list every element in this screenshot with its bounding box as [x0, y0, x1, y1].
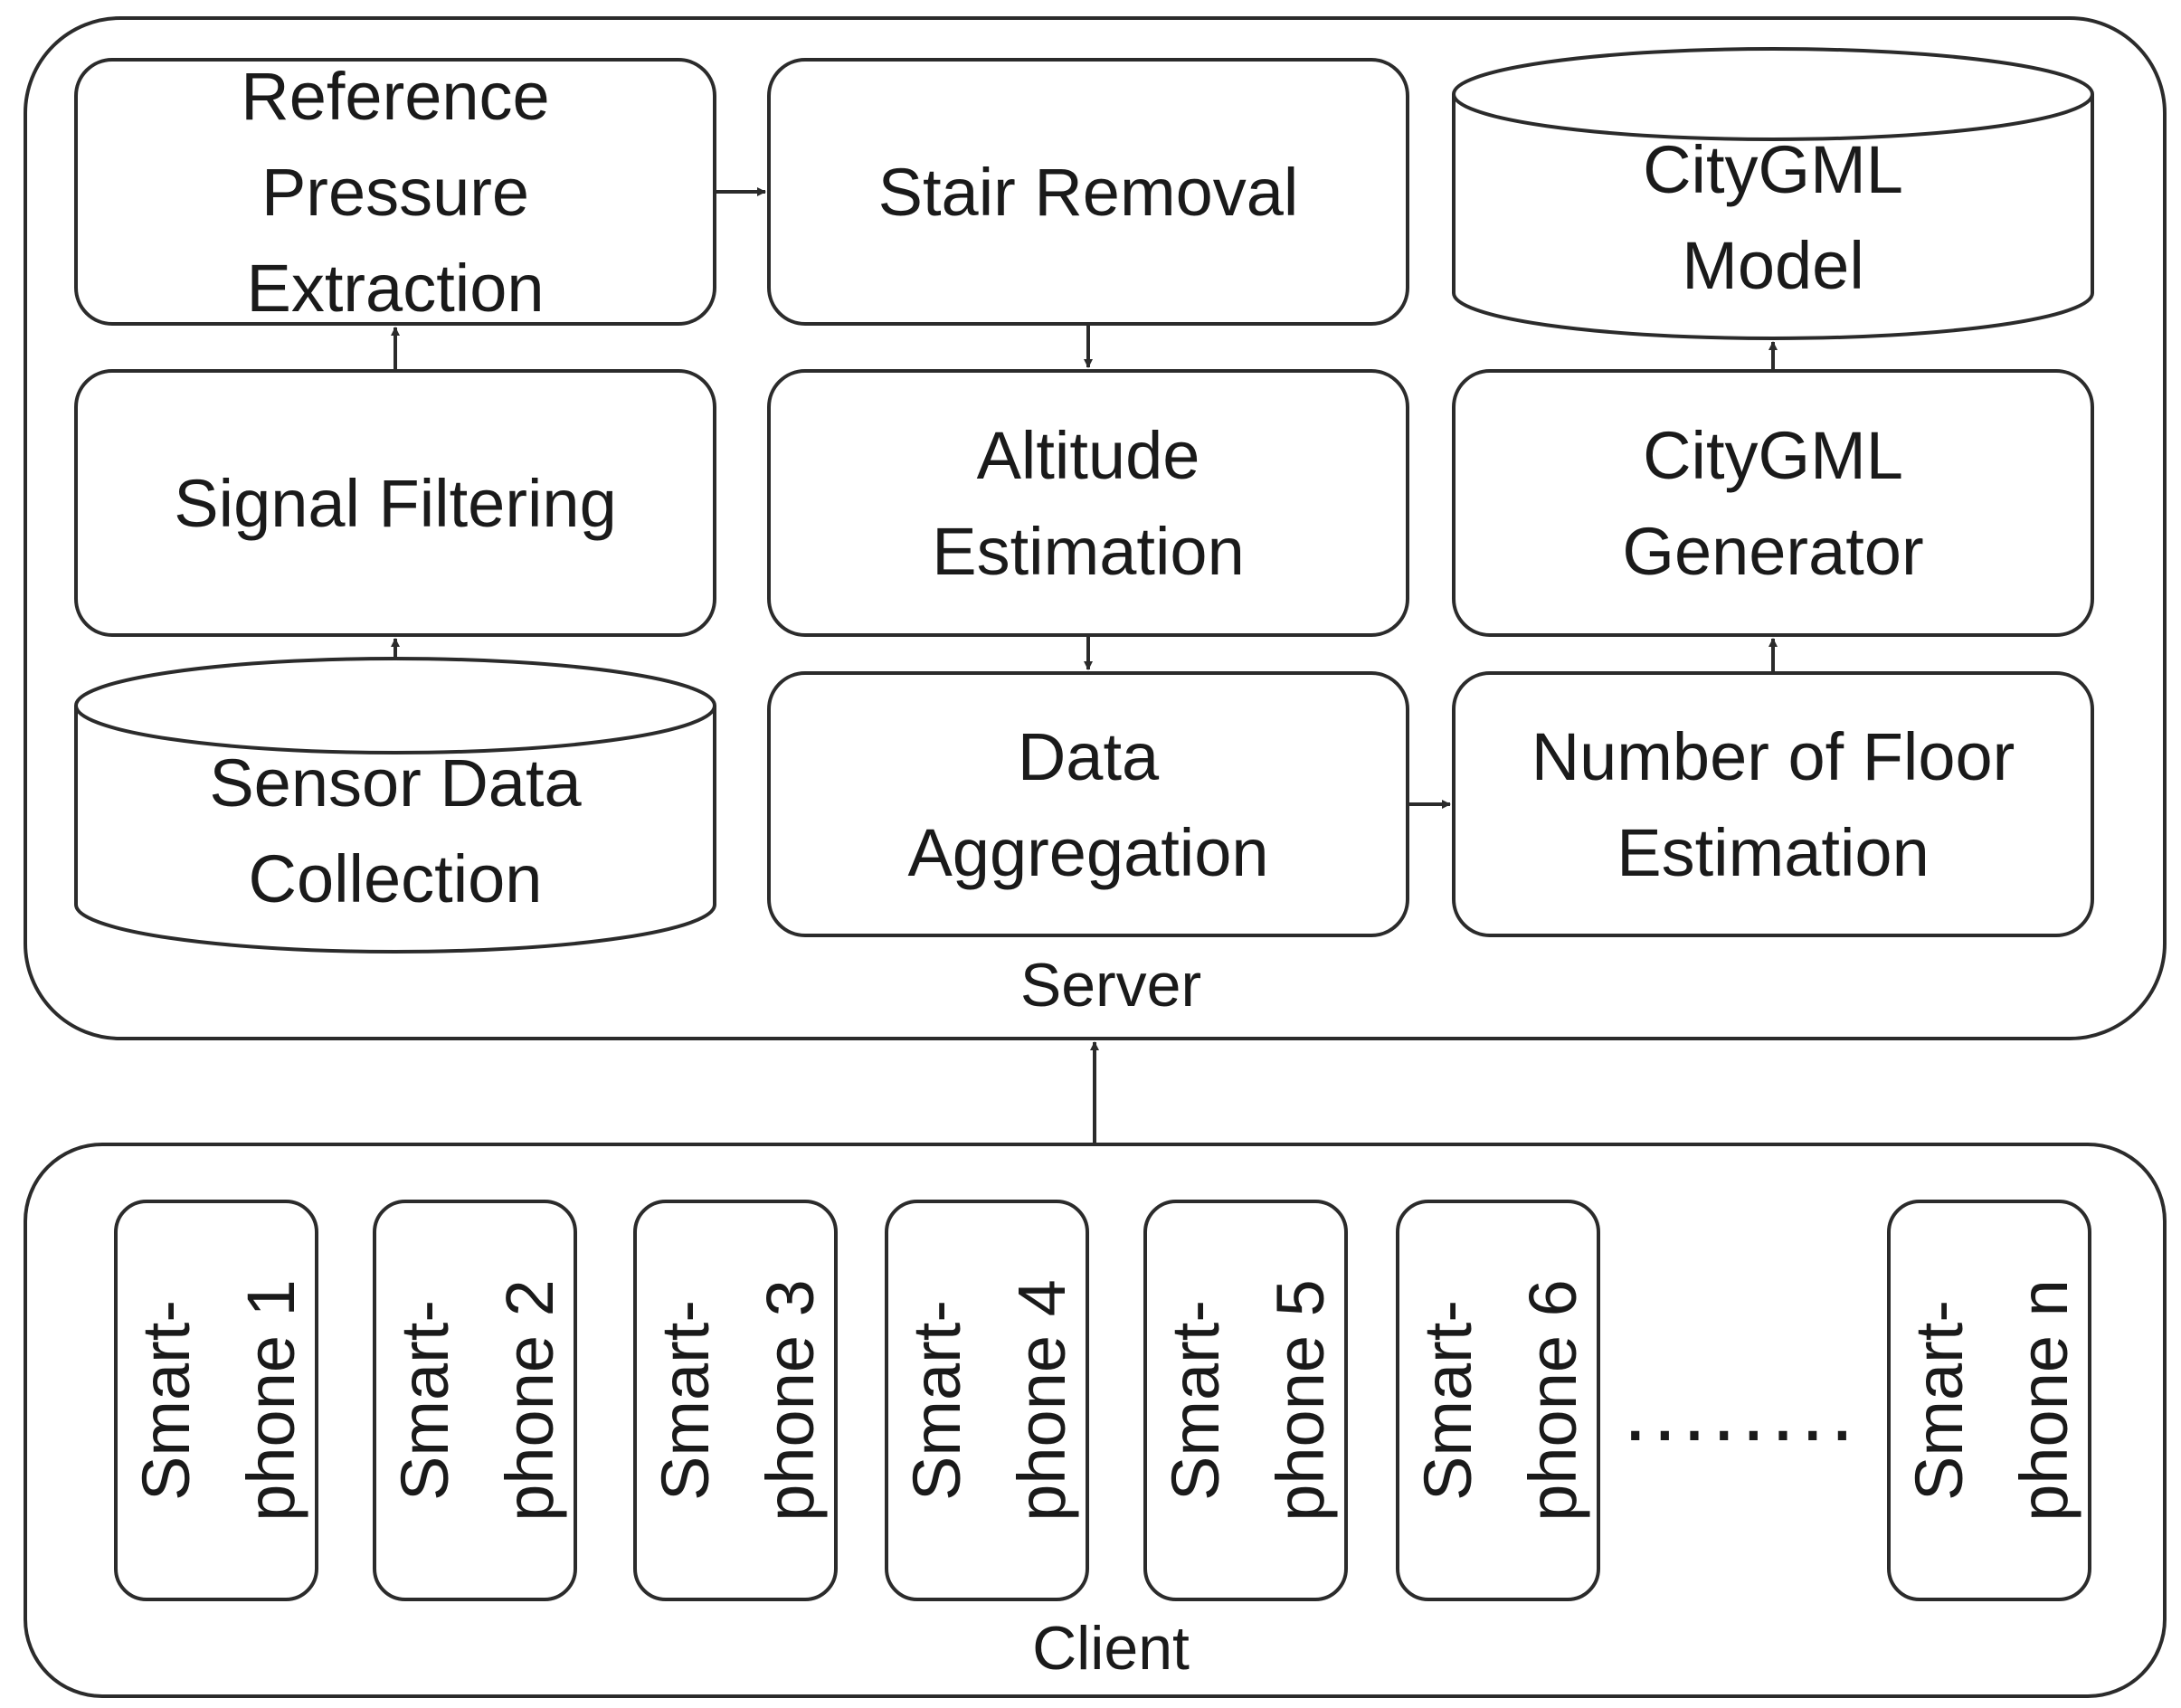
smartphone-label-line: Smart- [899, 1300, 974, 1501]
label-line: Signal Filtering [174, 466, 616, 541]
stair-removal-box: Stair Removal [767, 58, 1409, 326]
smartphone-label-line: phone n [2006, 1279, 2081, 1522]
smartphone-label-line: phone 5 [1263, 1279, 1338, 1522]
smartphone-label-line: phone 2 [492, 1279, 567, 1522]
client-label: Client [1032, 1614, 1190, 1683]
citygml-generator-box: CityGML Generator [1452, 369, 2094, 637]
smartphone-label-line: phone 6 [1515, 1279, 1590, 1522]
label-line: CityGML [1643, 132, 1903, 207]
smartphone-label: Smart-phone 2 [387, 1279, 567, 1522]
label-line: Estimation [1617, 815, 1929, 890]
smartphone-label-line: phone 1 [233, 1279, 308, 1522]
label-line: Data [1018, 719, 1160, 794]
smartphone-label-line: Smart- [1901, 1300, 1977, 1501]
label-line: Aggregation [907, 815, 1268, 890]
citygml-model-label: CityGML Model [1643, 132, 1903, 303]
smartphone-label-line: Smart- [128, 1300, 204, 1501]
smartphone-label: Smart-phone n [1901, 1279, 2081, 1522]
signal-filtering-box: Signal Filtering [74, 369, 716, 637]
label-line: Altitude [977, 418, 1200, 493]
smartphone-box: Smart-phone 3 [633, 1200, 838, 1601]
smartphone-label-line: Smart- [1158, 1300, 1233, 1501]
smartphone-box: Smart-phone 1 [114, 1200, 318, 1601]
smartphone-label-line: Smart- [1410, 1300, 1485, 1501]
server-label: Server [1020, 951, 1201, 1020]
label-line: Pressure [261, 155, 529, 230]
smartphone-label: Smart-phone 6 [1410, 1279, 1590, 1522]
smartphone-label-line: Smart- [648, 1300, 723, 1501]
label-line: Extraction [246, 251, 544, 326]
smartphone-box: Smart-phone 5 [1143, 1200, 1348, 1601]
label-line: Generator [1622, 514, 1923, 589]
smartphone-box: Smart-phone n [1887, 1200, 2091, 1601]
stair-removal-label: Stair Removal [878, 155, 1299, 230]
smartphone-box: Smart-phone 4 [885, 1200, 1089, 1601]
label-line: Sensor Data [209, 745, 582, 821]
smartphone-box: Smart-phone 6 [1396, 1200, 1600, 1601]
smartphone-label: Smart-phone 5 [1158, 1279, 1338, 1522]
signal-filtering-label: Signal Filtering [174, 466, 616, 541]
smartphone-label: Smart-phone 1 [128, 1279, 308, 1522]
label-line: Collection [249, 841, 543, 916]
label-line: Estimation [932, 514, 1244, 589]
smartphone-label: Smart-phone 3 [648, 1279, 828, 1522]
label-line: Model [1682, 228, 1864, 303]
smartphone-label-line: Smart- [387, 1300, 462, 1501]
citygml-model-cylinder: CityGML Model [1452, 47, 2094, 340]
label-line: Stair Removal [878, 155, 1299, 230]
server-group [24, 16, 2167, 1040]
smartphone-box: Smart-phone 2 [373, 1200, 577, 1601]
smartphone-label-line: phone 4 [1004, 1279, 1079, 1522]
smartphone-ellipsis: ........ [1623, 1362, 1859, 1459]
label-line: Number of Floor [1531, 719, 2015, 794]
smartphone-label: Smart-phone 4 [899, 1279, 1079, 1522]
citygml-generator-label: CityGML Generator [1622, 418, 1923, 589]
label-line: CityGML [1643, 418, 1903, 493]
label-line: Reference [241, 59, 549, 134]
smartphone-label-line: phone 3 [753, 1279, 828, 1522]
